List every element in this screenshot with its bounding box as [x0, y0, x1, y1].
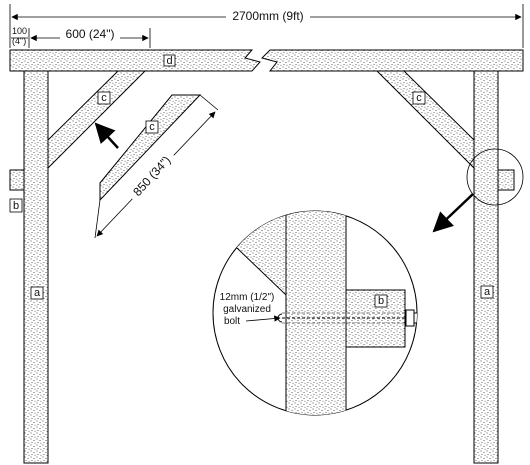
svg-text:d: d	[166, 55, 172, 67]
part-label-b-left: b	[9, 198, 23, 213]
bolt-callout-line1: 12mm (1/2")	[220, 292, 275, 303]
part-label-d: d	[163, 54, 176, 67]
brace-start-label: 600 (24")	[66, 27, 115, 41]
svg-text:a: a	[484, 286, 491, 298]
bolt-callout: 12mm (1/2") galvanized bolt	[220, 292, 281, 327]
right-brace	[375, 70, 475, 170]
svg-text:c: c	[101, 92, 107, 104]
left-block	[9, 169, 25, 191]
bolt-callout-line2: galvanized	[223, 304, 271, 315]
joint-detail-view: b	[212, 210, 418, 416]
part-label-b-detail: b	[374, 294, 388, 308]
part-label-c-left: c	[97, 91, 111, 105]
svg-text:c: c	[416, 92, 422, 104]
right-block	[497, 169, 515, 191]
part-label-c-right: c	[412, 91, 426, 105]
post-offset-bottom-label: (4")	[12, 36, 26, 46]
part-label-c-loose: c	[145, 120, 159, 134]
svg-text:b: b	[378, 295, 384, 307]
part-label-a-right: a	[480, 285, 494, 299]
svg-text:b: b	[13, 200, 19, 212]
detail-pointer-arrow	[432, 193, 474, 233]
brace-start-dimension: 600 (24")	[30, 27, 151, 48]
svg-text:c: c	[149, 121, 155, 133]
overall-dimension: 2700mm (9ft)	[9, 4, 524, 48]
left-brace	[47, 70, 147, 170]
post-offset-dimension: 100 (4")	[11, 26, 30, 48]
post-offset-top-label: 100	[12, 26, 27, 36]
left-post	[23, 70, 49, 464]
overall-span-label: 2700mm (9ft)	[232, 9, 303, 23]
brace-pointer-arrow	[94, 122, 119, 149]
bolt-callout-line3: bolt	[224, 316, 240, 327]
top-beam	[9, 49, 524, 72]
part-label-a-left: a	[30, 286, 44, 300]
joint-highlight-circle	[466, 148, 524, 206]
right-post	[473, 70, 499, 464]
svg-text:a: a	[34, 287, 41, 299]
